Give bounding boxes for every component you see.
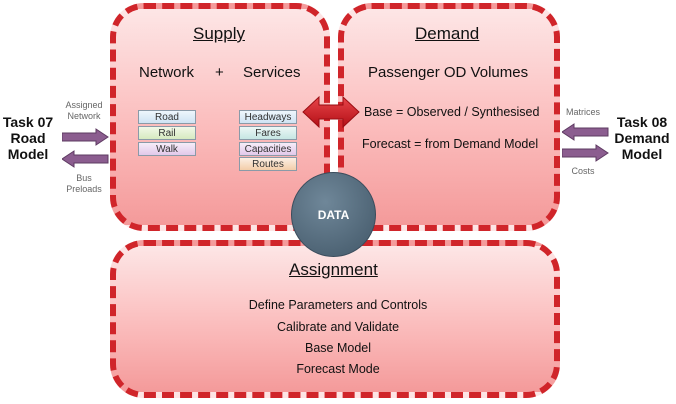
- supply-plus-sign: +: [215, 64, 224, 81]
- task08-line3: Model: [621, 146, 663, 162]
- assigned-network-arrow: [62, 128, 109, 146]
- task07-line3: Model: [7, 146, 49, 162]
- supply-services-label: Services: [243, 64, 301, 81]
- bus-preloads-line1: Bus: [76, 173, 92, 183]
- data-label: DATA: [317, 207, 350, 222]
- assignment-title: Assignment: [289, 260, 378, 279]
- bus-preloads-line2: Preloads: [66, 184, 102, 194]
- assigned-network-line1: Assigned: [65, 100, 103, 110]
- assignment-line-1: Define Parameters and Controls: [248, 298, 428, 312]
- assignment-box: [110, 240, 560, 398]
- demand-forecast-line: Forecast = from Demand Model: [362, 137, 539, 151]
- task08-line1: Task 08: [616, 114, 668, 130]
- task07-line1: Task 07: [2, 114, 54, 130]
- assignment-line-4: Forecast Mode: [296, 362, 380, 376]
- assigned-network-line2: Network: [67, 111, 101, 121]
- demand-title: Demand: [415, 24, 480, 43]
- network-item-rail: Rail: [138, 126, 196, 140]
- demand-base-line: Base = Observed / Synthesised: [364, 105, 540, 119]
- assignment-line-2: Calibrate and Validate: [276, 320, 400, 334]
- matrices-label: Matrices: [565, 107, 600, 117]
- bus-preloads-label: Bus Preloads: [62, 173, 106, 195]
- supply-network-label: Network: [139, 64, 195, 81]
- service-item-capacities: Capacities: [239, 142, 297, 156]
- network-item-walk: Walk: [138, 142, 196, 156]
- supply-demand-double-arrow: [302, 95, 360, 129]
- network-item-road: Road: [138, 110, 196, 124]
- costs-arrow: [562, 144, 609, 162]
- assigned-network-label: Assigned Network: [62, 100, 106, 122]
- task08-label: Task 08 Demand Model: [612, 114, 672, 162]
- service-item-headways: Headways: [239, 110, 297, 124]
- supply-title: Supply: [193, 24, 245, 43]
- demand-subtitle: Passenger OD Volumes: [368, 64, 529, 81]
- assignment-line-3: Base Model: [304, 341, 371, 355]
- task07-line2: Road: [10, 130, 46, 146]
- task07-label: Task 07 Road Model: [2, 114, 54, 162]
- bus-preloads-arrow: [62, 150, 109, 168]
- service-item-routes: Routes: [239, 157, 297, 171]
- service-item-fares: Fares: [239, 126, 297, 140]
- matrices-arrow: [562, 123, 609, 141]
- task08-line2: Demand: [614, 130, 670, 146]
- data-circle: DATA: [291, 172, 376, 257]
- costs-label: Costs: [571, 166, 595, 176]
